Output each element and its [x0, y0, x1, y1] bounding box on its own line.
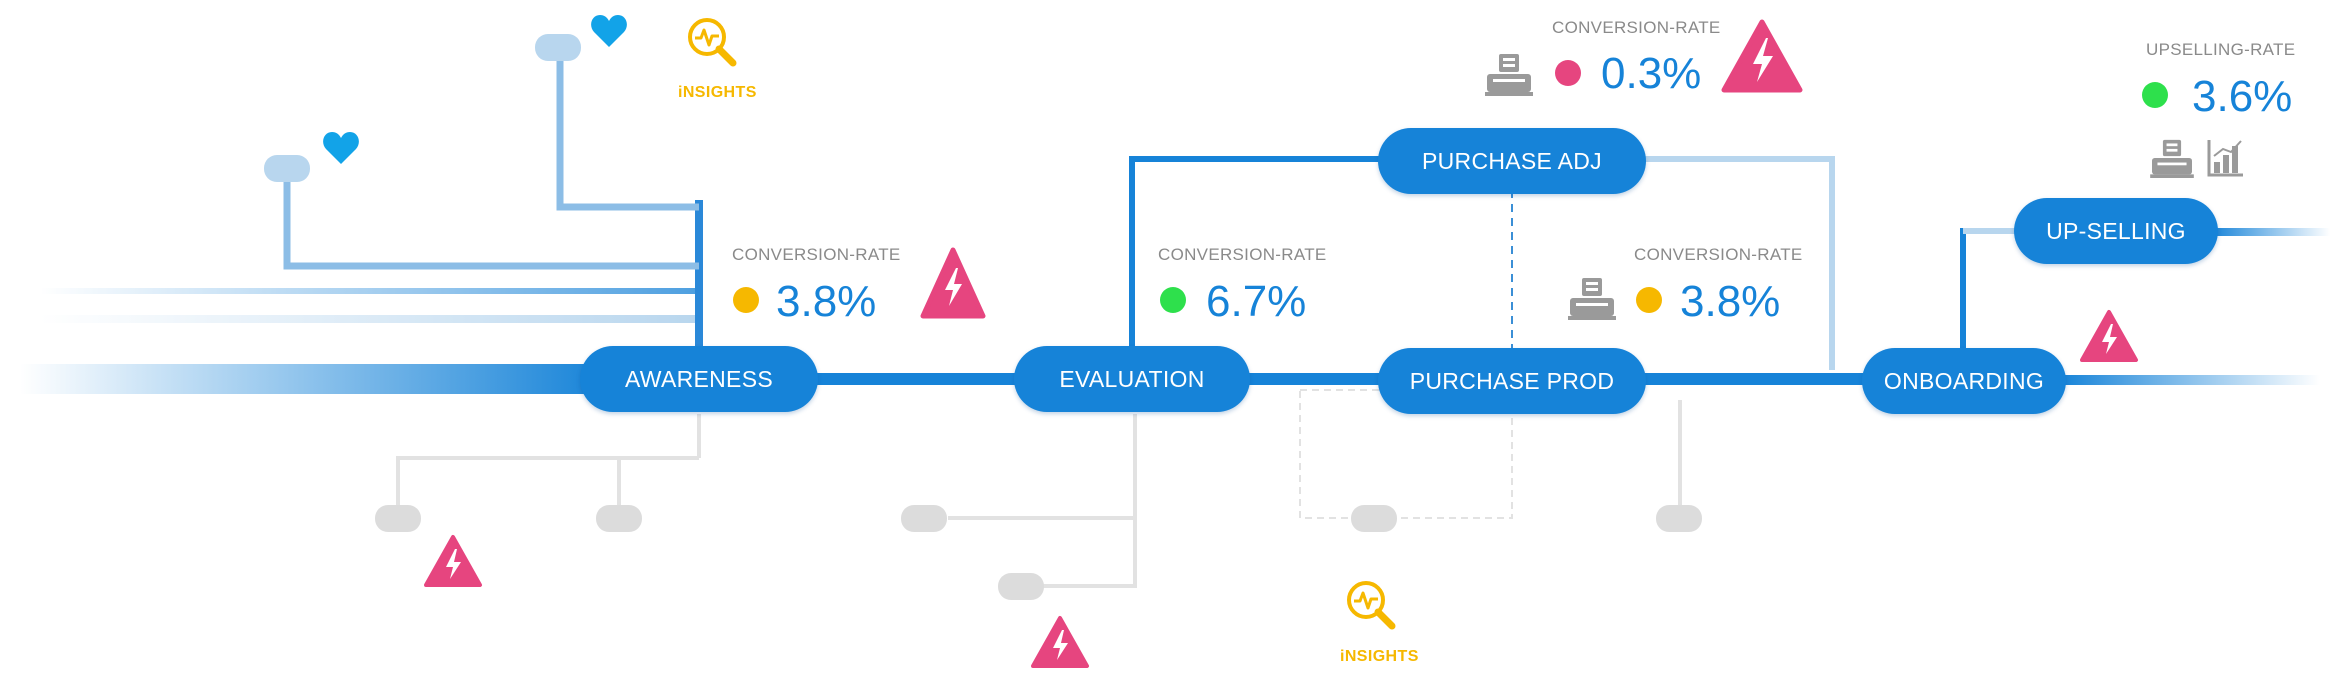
- main-journey-line: [800, 373, 1880, 385]
- evaluation-metric-label: CONVERSION-RATE: [1158, 245, 1327, 264]
- alert-triangle-icon[interactable]: [2079, 309, 2139, 363]
- cash-register-icon: [1568, 278, 1616, 320]
- alert-triangle-icon[interactable]: [920, 246, 986, 320]
- touchpoint-pill[interactable]: [375, 505, 421, 532]
- purchase-prod-metric-label: CONVERSION-RATE: [1634, 245, 1803, 264]
- touchpoint-pill[interactable]: [264, 155, 310, 182]
- status-dot-pink: [1555, 60, 1581, 86]
- heart-icon: [323, 132, 359, 164]
- stage-evaluation[interactable]: EVALUATION: [1014, 346, 1250, 412]
- incoming-lane-2: [40, 288, 700, 294]
- purchase-adj-metric-label: CONVERSION-RATE: [1552, 18, 1721, 37]
- incoming-lane-1: [40, 315, 700, 323]
- insights-magnifier-icon[interactable]: [1344, 578, 1400, 634]
- alert-triangle-icon[interactable]: [423, 534, 483, 588]
- outgoing-lane: [2060, 375, 2320, 385]
- stage-purchase-adj[interactable]: PURCHASE ADJ: [1378, 128, 1646, 194]
- touchpoint-pill[interactable]: [596, 505, 642, 532]
- touchpoint-pill[interactable]: [998, 573, 1044, 600]
- purchase-prod-metric-value: 3.8%: [1680, 277, 1781, 326]
- status-dot-yellow: [1636, 287, 1662, 313]
- stage-onboarding[interactable]: ONBOARDING: [1862, 348, 2066, 414]
- awareness-metric-value: 3.8%: [776, 277, 877, 326]
- insights-label: iNSIGHTS: [1340, 648, 1419, 665]
- upselling-metric-value: 3.6%: [2192, 72, 2293, 121]
- status-dot-green: [1160, 287, 1186, 313]
- touchpoint-pill[interactable]: [1351, 505, 1397, 532]
- touchpoint-pill[interactable]: [1656, 505, 1702, 532]
- insights-label: iNSIGHTS: [678, 84, 757, 101]
- stage-purchase-prod[interactable]: PURCHASE PROD: [1378, 348, 1646, 414]
- stage-upselling[interactable]: UP-SELLING: [2014, 198, 2218, 264]
- upselling-metric-label: UPSELLING-RATE: [2146, 40, 2296, 59]
- bar-chart-icon: [2207, 140, 2243, 177]
- touchpoint-pill[interactable]: [901, 505, 947, 532]
- alert-triangle-icon[interactable]: [1030, 615, 1090, 669]
- incoming-main-lane: [20, 364, 610, 394]
- alert-triangle-icon[interactable]: [1720, 18, 1804, 94]
- cash-register-icon: [1485, 54, 1533, 96]
- evaluation-metric-value: 6.7%: [1206, 277, 1307, 326]
- cash-register-icon: [2150, 139, 2194, 178]
- touchpoint-pill[interactable]: [535, 34, 581, 61]
- awareness-metric-label: CONVERSION-RATE: [732, 245, 901, 264]
- status-dot-green: [2142, 82, 2168, 108]
- stage-awareness[interactable]: AWARENESS: [580, 346, 818, 412]
- status-dot-yellow: [733, 287, 759, 313]
- heart-icon: [591, 15, 627, 47]
- purchase-adj-metric-value: 0.3%: [1601, 49, 1702, 98]
- insights-magnifier-icon[interactable]: [685, 15, 741, 71]
